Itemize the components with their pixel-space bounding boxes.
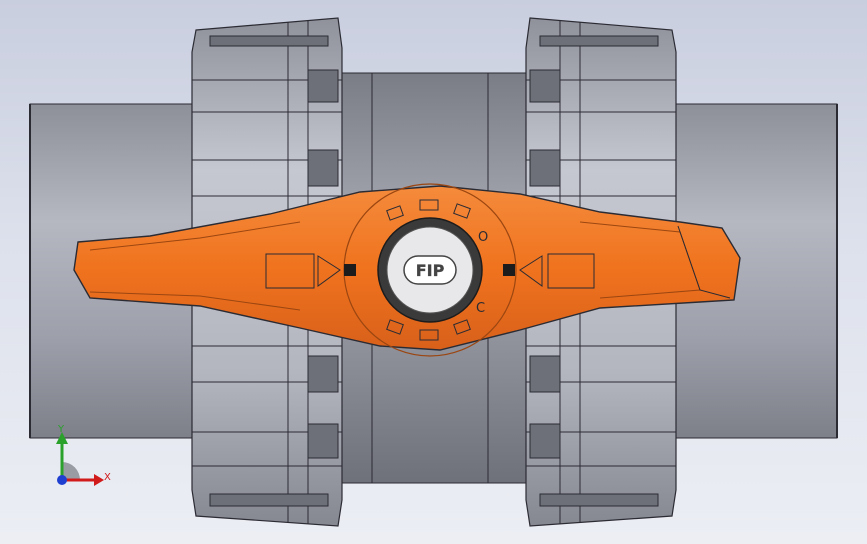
valve-handle[interactable]: O C FIP [73, 183, 741, 357]
hub-logo: FIP [416, 261, 445, 280]
z-axis-dot [57, 475, 67, 485]
y-axis-label: Y [57, 424, 65, 435]
handle-mark-close: C [476, 301, 485, 316]
coordinate-triad: Y X [56, 424, 111, 486]
handle-mark-open: O [478, 230, 488, 245]
x-axis-label: X [104, 472, 111, 483]
